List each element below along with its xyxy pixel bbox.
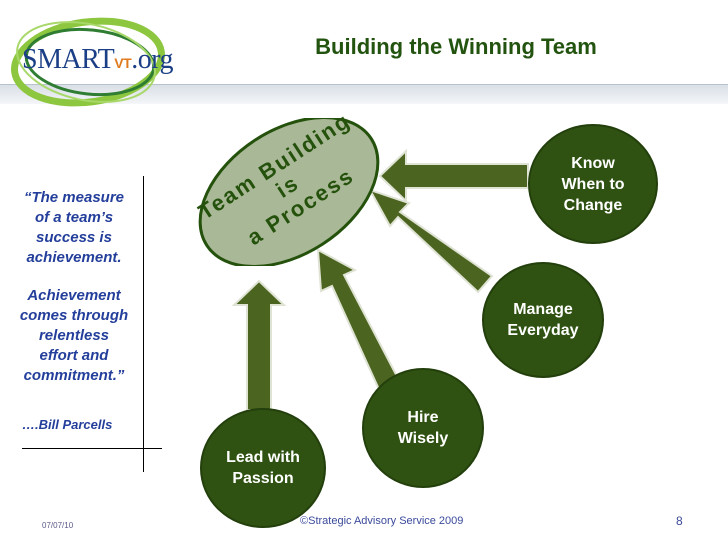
step-know-when-to-change: Know When to Change bbox=[528, 124, 658, 244]
smartvt-logo bbox=[11, 17, 165, 107]
arrow-hire bbox=[316, 248, 404, 398]
slide-title: Building the Winning Team bbox=[315, 34, 597, 59]
quote-line: effort and bbox=[39, 347, 109, 364]
logo-text: SMARTVT.org bbox=[22, 44, 174, 75]
step-manage-everyday: Manage Everyday bbox=[482, 262, 604, 378]
step-hire-wisely: Hire Wisely bbox=[362, 368, 484, 488]
quote-divider-horizontal bbox=[22, 448, 162, 449]
quote-line: Achievement bbox=[27, 287, 121, 304]
quote-block: “The measure of a team’s success is achi… bbox=[8, 188, 140, 386]
slide-date: 07/07/10 bbox=[42, 521, 74, 530]
process-ellipse bbox=[198, 118, 380, 266]
page-number: 8 bbox=[676, 514, 683, 528]
quote-line: success is bbox=[36, 229, 112, 246]
copyright-footer: ©Strategic Advisory Service 2009 bbox=[300, 515, 464, 527]
arrow-know bbox=[378, 148, 529, 204]
step-lead-with-passion: Lead with Passion bbox=[200, 408, 326, 528]
quote-line: achievement. bbox=[26, 249, 122, 266]
quote-line: of a team’s bbox=[34, 209, 114, 226]
arrow-manage bbox=[367, 188, 494, 294]
quote-line: “The measure bbox=[23, 189, 125, 206]
quote-divider-vertical bbox=[143, 176, 144, 472]
quote-line: commitment.” bbox=[23, 367, 125, 384]
quote-line: relentless bbox=[38, 327, 110, 344]
arrow-lead bbox=[231, 279, 287, 411]
quote-attribution: ….Bill Parcells bbox=[22, 417, 113, 432]
header-divider bbox=[0, 84, 728, 104]
quote-line: comes through bbox=[19, 307, 129, 324]
